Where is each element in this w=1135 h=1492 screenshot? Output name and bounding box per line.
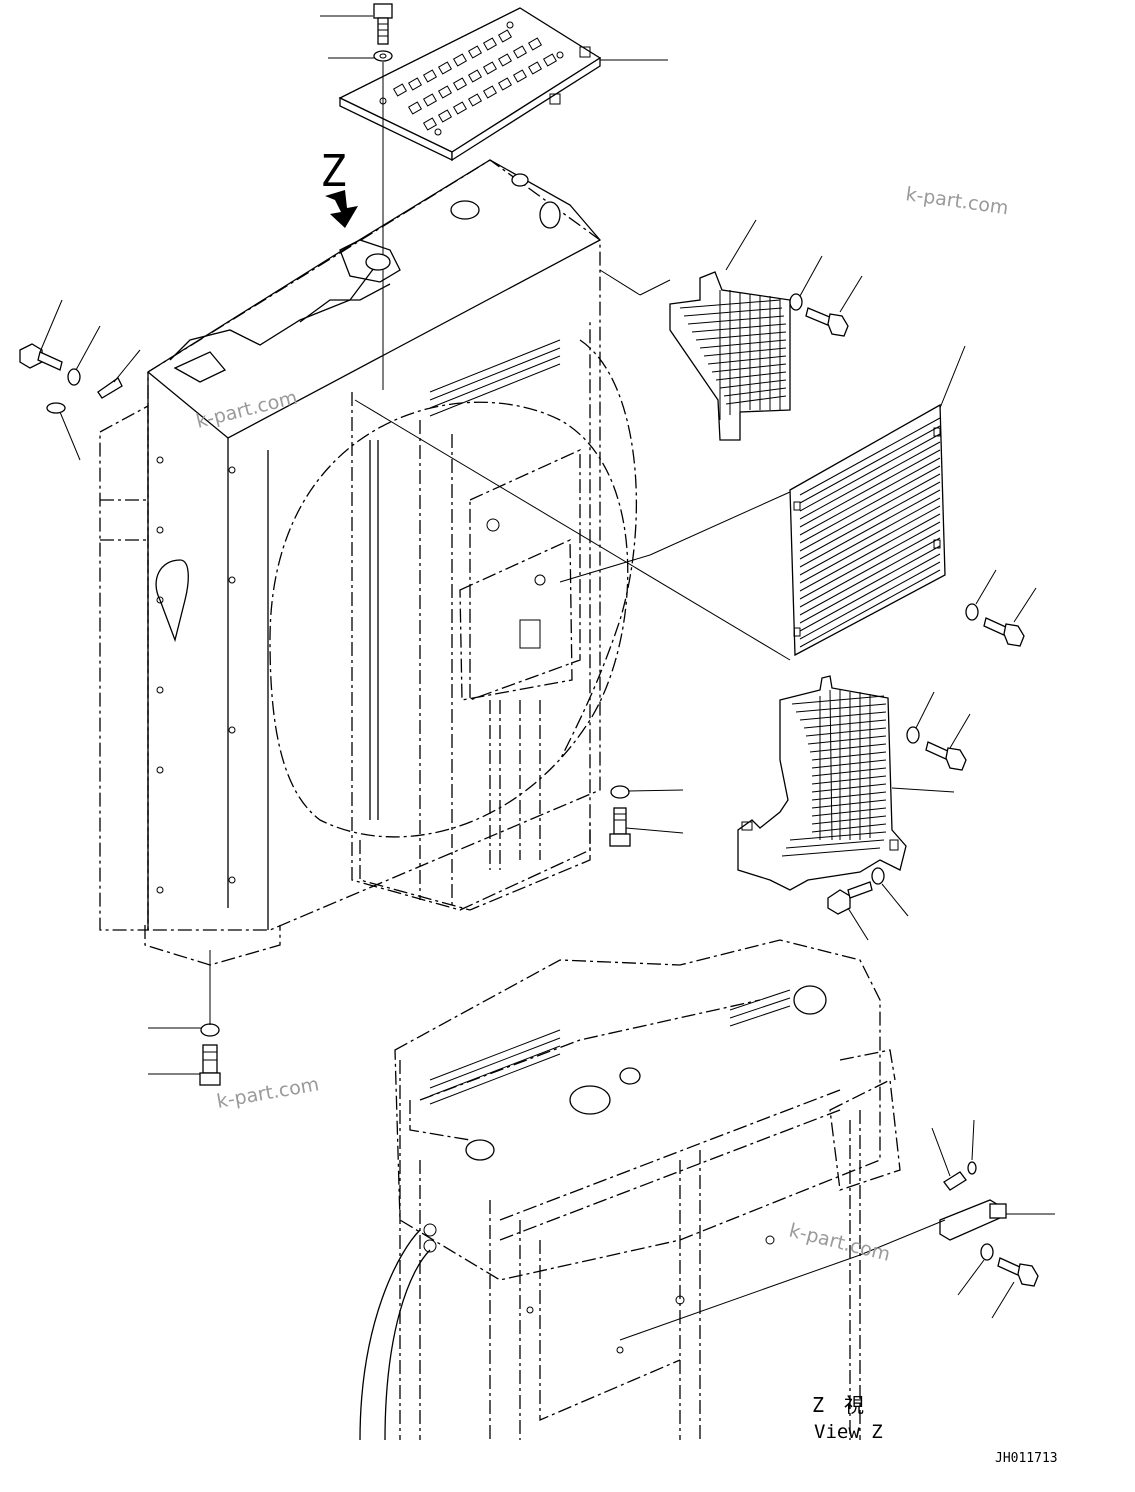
view-direction-arrow — [325, 190, 358, 228]
watermark: k-part.com — [194, 386, 300, 432]
left-nut — [46, 402, 66, 414]
cover-washer — [373, 50, 393, 62]
radiator-assembly — [99, 159, 637, 966]
cover-bolt — [373, 3, 393, 45]
viewz-oring — [967, 1161, 977, 1175]
watermark: k-part.com — [215, 1073, 321, 1113]
upper-small-guard — [669, 271, 791, 441]
l-guard-bolt-top — [925, 741, 967, 771]
center-washer — [610, 785, 630, 799]
left-bolt — [19, 343, 63, 371]
upper-guard-bolt — [805, 307, 849, 337]
leader-lines-upper-guard — [599, 219, 863, 313]
lower-l-guard — [737, 675, 907, 891]
l-guard-washer-top — [906, 726, 920, 744]
view-z-label-jp: Z 視 — [812, 1393, 864, 1417]
l-guard-washer-bottom — [871, 867, 885, 885]
left-washer — [67, 368, 81, 386]
bottom-left-washer — [200, 1023, 220, 1037]
viewz-screw — [943, 1171, 967, 1191]
large-screen-guard — [789, 403, 946, 657]
drawing-number: JH011713 — [995, 1451, 1058, 1466]
viewz-bolt — [997, 1257, 1039, 1287]
viewz-washer — [980, 1243, 994, 1261]
viewz-bracket — [939, 1199, 1007, 1241]
screen-bolt — [983, 617, 1025, 647]
leader-lines-viewz — [619, 1119, 1055, 1341]
leader-lines-l-guard — [847, 691, 971, 941]
l-guard-bolt-bottom — [827, 881, 873, 915]
center-bolt — [609, 807, 631, 847]
leader-lines-center — [625, 789, 684, 834]
leader-lines-left — [39, 299, 141, 461]
leader-lines-bottom-left — [148, 1027, 202, 1075]
watermark: k-part.com — [787, 1220, 893, 1266]
leader-lines-top — [320, 15, 668, 61]
view-z-assembly — [359, 939, 901, 1441]
top-cover-plate — [338, 7, 602, 162]
screen-washer — [965, 603, 979, 621]
leader-lines-screen — [354, 345, 1037, 661]
view-z-label-en: View Z — [814, 1421, 883, 1443]
bottom-left-bolt — [199, 1044, 221, 1086]
view-marker-z: Z — [320, 146, 347, 197]
upper-guard-washer — [789, 293, 803, 311]
watermark: k-part.com — [904, 183, 1010, 219]
left-clip — [97, 377, 123, 399]
